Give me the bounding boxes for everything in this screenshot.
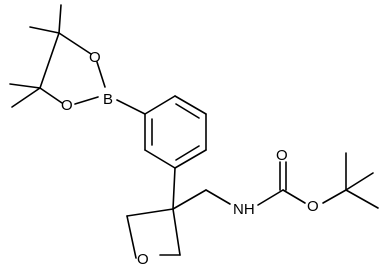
atom-label: O — [89, 49, 101, 66]
bond — [11, 87, 41, 108]
bond — [282, 189, 306, 204]
atom-label: O — [307, 198, 319, 215]
bond — [126, 208, 174, 217]
bond — [172, 189, 207, 210]
atom-boron: B — [103, 91, 113, 108]
bond — [345, 189, 379, 209]
bond — [39, 87, 63, 104]
bond — [345, 172, 374, 191]
atom-label: B — [103, 91, 113, 108]
bond — [96, 61, 106, 88]
atom-label: O — [61, 97, 73, 114]
bond — [144, 95, 176, 115]
bond — [144, 149, 176, 169]
bond — [126, 215, 137, 259]
bond — [58, 4, 62, 34]
bond — [74, 96, 99, 105]
atom-oxygen-ring-top: O — [89, 49, 101, 66]
atom-oxygen-ring-bottom: O — [61, 97, 73, 114]
atom-label: O — [137, 251, 149, 268]
bonds — [9, 4, 379, 259]
bond — [175, 103, 200, 119]
bond — [205, 189, 231, 205]
bond — [58, 32, 92, 55]
bond — [322, 189, 347, 204]
bond — [257, 189, 284, 206]
atom-label: O — [276, 147, 288, 164]
bond — [175, 145, 200, 161]
atom-oxygen-ester: O — [307, 198, 319, 215]
bond — [174, 95, 207, 115]
bond — [172, 208, 181, 256]
atom-label: NH — [233, 201, 255, 218]
bond — [174, 149, 207, 169]
bond — [39, 32, 60, 89]
atom-labels: B O O O O O NH — [61, 49, 319, 268]
bond — [116, 99, 146, 115]
bond — [29, 26, 60, 34]
bond — [9, 83, 41, 89]
atom-oxygen-carbonyl: O — [276, 147, 288, 164]
bond — [172, 167, 176, 210]
atom-nitrogen: NH — [233, 201, 255, 218]
atom-oxygen-oxetane: O — [137, 251, 149, 268]
